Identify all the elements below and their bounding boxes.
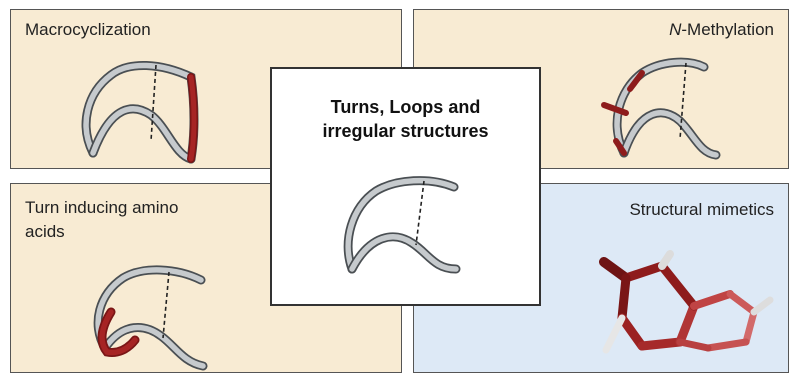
peptide-backbone-icon [81,61,199,164]
molecule-bond [637,337,685,351]
center-title: Turns, Loops and irregular structures [272,95,539,143]
molecule-bond [690,290,734,310]
panel-title-turn-inducing: Turn inducing amino acids [25,196,178,244]
title-italic-part: N [669,20,682,39]
methyl-group-icon [601,102,629,116]
methyl-group-icon [627,70,645,92]
panel-title-n-methylation: N-Methylation [669,18,774,42]
hydrogen-bond-icon [162,271,170,339]
molecule-hydrogen [658,250,674,270]
backbone-strand-lower [90,106,194,162]
molecule-bond [657,261,699,311]
backbone-strand-lower [102,324,206,369]
peptide-backbone-icon [343,176,461,274]
molecule-bond [617,273,631,323]
turn-inducing-residue-fill [99,309,138,356]
molecule-icon [599,250,774,354]
molecule-bond [621,261,667,283]
backbone-strand-lower [349,234,459,272]
molecule-bond [704,338,750,352]
molecule-bond [675,301,699,347]
hydrogen-bond-icon [415,180,425,246]
panel-title-structural-mimetics: Structural mimetics [629,200,774,219]
peptide-backbone-icon [601,57,721,160]
backbone-strand [345,177,457,272]
molecule-bond [676,338,712,352]
molecule-bond [742,308,758,346]
macrocycle-linker-fill [188,74,197,162]
center-title-line-1: Turns, Loops and [330,97,481,117]
hydrogen-bond-icon [150,64,157,142]
panel-title-macrocyclization: Macrocyclization [25,20,151,39]
molecule-bond [617,313,647,351]
panel-center: Turns, Loops and irregular structures [270,67,541,306]
methyl-group-icon [613,138,627,156]
backbone-strand-lower [621,110,719,158]
molecule-hydrogen [750,296,774,316]
title-line-1: Turn inducing amino [25,198,179,217]
molecule-bond [726,290,758,316]
hydrogen-bond-icon [679,62,687,140]
backbone-strand [95,267,204,351]
title-rest-part: -Methylation [681,20,774,39]
molecule-bond [599,257,631,283]
center-title-line-2: irregular structures [322,121,489,141]
peptide-backbone-icon [93,265,208,371]
molecule-hydrogen [602,314,626,354]
backbone-strand [83,62,194,156]
title-line-2: acids [25,222,65,241]
